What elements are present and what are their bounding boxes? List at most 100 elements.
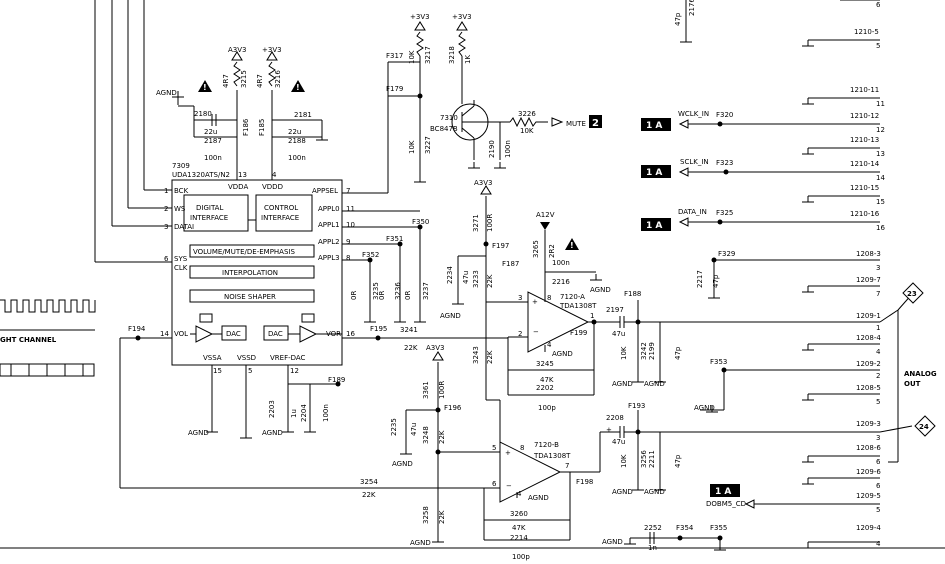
r3217-val: 10K xyxy=(408,50,416,64)
conn-pin: 15 xyxy=(876,198,885,206)
conn-pin: 2 xyxy=(876,372,880,380)
c2181-ref: 2181 xyxy=(294,111,312,119)
c2234-ref: 2234 xyxy=(446,266,454,284)
c2202-ref: 2202 xyxy=(536,384,554,392)
conn-pin: 6 xyxy=(876,482,881,490)
pin-num: 3 xyxy=(164,223,168,231)
tp-f193: F193 xyxy=(628,402,645,410)
pin-num: 15 xyxy=(213,367,222,375)
agnd-label: AGND xyxy=(694,404,715,412)
block-interp: INTERPOLATION xyxy=(222,269,278,277)
c2203-ref: 2203 xyxy=(268,400,276,418)
conn-pin: 5 xyxy=(876,506,880,514)
conn-ref: 1209-2 xyxy=(856,360,881,368)
r3236-val: 0R xyxy=(378,291,386,300)
tp-f351: F351 xyxy=(386,235,403,243)
r3215-val: 4R7 xyxy=(222,74,230,88)
r3256-ref: 3256 xyxy=(640,450,648,468)
conn-ref: 1210-14 xyxy=(850,160,880,168)
r3218-val: 1K xyxy=(464,55,472,64)
r3271-ref: 3271 xyxy=(472,214,480,232)
pin-num: 2 xyxy=(164,205,168,213)
pin-num: 6 xyxy=(164,255,169,263)
agnd-label: AGND xyxy=(410,539,431,547)
c2203-val: 1u xyxy=(290,409,298,418)
conn-ref: 1210-15 xyxy=(850,184,879,192)
pin-name: APPL0 xyxy=(318,205,340,213)
tp-f329: F329 xyxy=(718,250,735,258)
pin-num: 11 xyxy=(346,205,355,213)
sclk-signal: SCLK_IN xyxy=(680,158,709,166)
block-digital: DIGITAL xyxy=(196,204,223,212)
conn-pin: 16 xyxy=(876,224,885,232)
conn-ref: 1208-5 xyxy=(856,384,881,392)
pin-name: APPL3 xyxy=(318,254,340,262)
opb-ref: 7120-B xyxy=(534,441,559,449)
data-signal: DATA_IN xyxy=(678,208,707,216)
tp-f325: F325 xyxy=(716,209,733,217)
r3256-val: 10K xyxy=(620,454,628,468)
svg-text:8: 8 xyxy=(547,294,551,302)
c2204-ref: 2204 xyxy=(300,404,308,422)
svg-text:+: + xyxy=(532,298,538,306)
r3216-ref: 3216 xyxy=(274,70,282,88)
tp-f186: F186 xyxy=(242,118,250,136)
r3236-ref: 3236 xyxy=(394,282,402,300)
c2252-ref: 2252 xyxy=(644,524,662,532)
conn-ref: 1208-3 xyxy=(856,250,881,258)
c2235-val: 47u xyxy=(410,423,418,436)
conn-pin: 12 xyxy=(876,126,885,134)
c2204-val: 100n xyxy=(322,404,330,422)
c2217-val: 47p xyxy=(712,274,720,288)
junction xyxy=(135,335,141,341)
opamp-a: A3V3 3271 100R F197 2234 47u AGND 3233 2… xyxy=(440,179,620,412)
c2235-ref: 2235 xyxy=(390,418,398,436)
c2190-ref: 2190 xyxy=(488,140,496,158)
pin-name: APPL2 xyxy=(318,238,340,246)
page-ref-1a: 1 A xyxy=(715,487,731,497)
r3265-val: 2R2 xyxy=(548,244,556,258)
svg-text:8: 8 xyxy=(520,444,524,452)
c2216-ref: 2216 xyxy=(552,278,570,286)
conn-ref: 1208-4 xyxy=(856,334,881,342)
conn-pin: 3 xyxy=(876,264,880,272)
c2190-val: 100n xyxy=(504,140,512,158)
power-filter: AGND A3V3 +3V3 4R7 3215 4R7 3216 F186 F1… xyxy=(156,46,329,162)
c2187-ref: 2187 xyxy=(204,137,222,145)
pin-num: 9 xyxy=(346,238,350,246)
r3237-ref: 3237 xyxy=(422,282,430,300)
digital-inputs: 1 A WCLK_IN F320 1 A SCLK_IN F323 1 A DA… xyxy=(641,110,880,509)
agnd-label: AGND xyxy=(612,380,633,388)
opa-part: TDA1308T xyxy=(559,302,597,310)
conn-pin: 5 xyxy=(876,398,880,406)
conn-ref: 1210-5 xyxy=(854,28,879,36)
c2211-ref: 2211 xyxy=(648,450,656,468)
tp-f197: F197 xyxy=(492,242,509,250)
c2180-ref: 2180 xyxy=(194,110,212,118)
conn-pin: 13 xyxy=(876,150,885,158)
conn-pin: 4 xyxy=(876,540,881,548)
q7310-val: BC847B xyxy=(430,125,458,133)
channel-label: GHT CHANNEL xyxy=(0,336,57,344)
tp-f196: F196 xyxy=(444,404,462,412)
pin-name: VSSA xyxy=(203,354,222,362)
ic-vddd: VDDD xyxy=(262,183,283,191)
r3361-val: 100R xyxy=(438,381,446,399)
dac-left: DAC xyxy=(226,330,241,338)
tp-f194: F194 xyxy=(128,325,146,333)
agnd-label: AGND xyxy=(188,429,209,437)
svg-text:!: ! xyxy=(203,83,207,92)
svg-text:7: 7 xyxy=(565,462,569,470)
agnd-label: AGND xyxy=(156,89,177,97)
conn-pin: 4 xyxy=(876,348,881,356)
r3248-val: 22K xyxy=(438,430,446,444)
c2199-val: 47p xyxy=(674,346,682,360)
c2176-val: 47p xyxy=(674,12,682,26)
c2252-val: 1n xyxy=(648,544,657,552)
agnd-label: AGND xyxy=(644,380,665,388)
rail-p3v3: +3V3 xyxy=(262,46,282,54)
tp-f188: F188 xyxy=(624,290,641,298)
tp-f198: F198 xyxy=(576,478,593,486)
r3241-val: 22K xyxy=(404,344,418,352)
conn-ref: 1209-5 xyxy=(856,492,881,500)
